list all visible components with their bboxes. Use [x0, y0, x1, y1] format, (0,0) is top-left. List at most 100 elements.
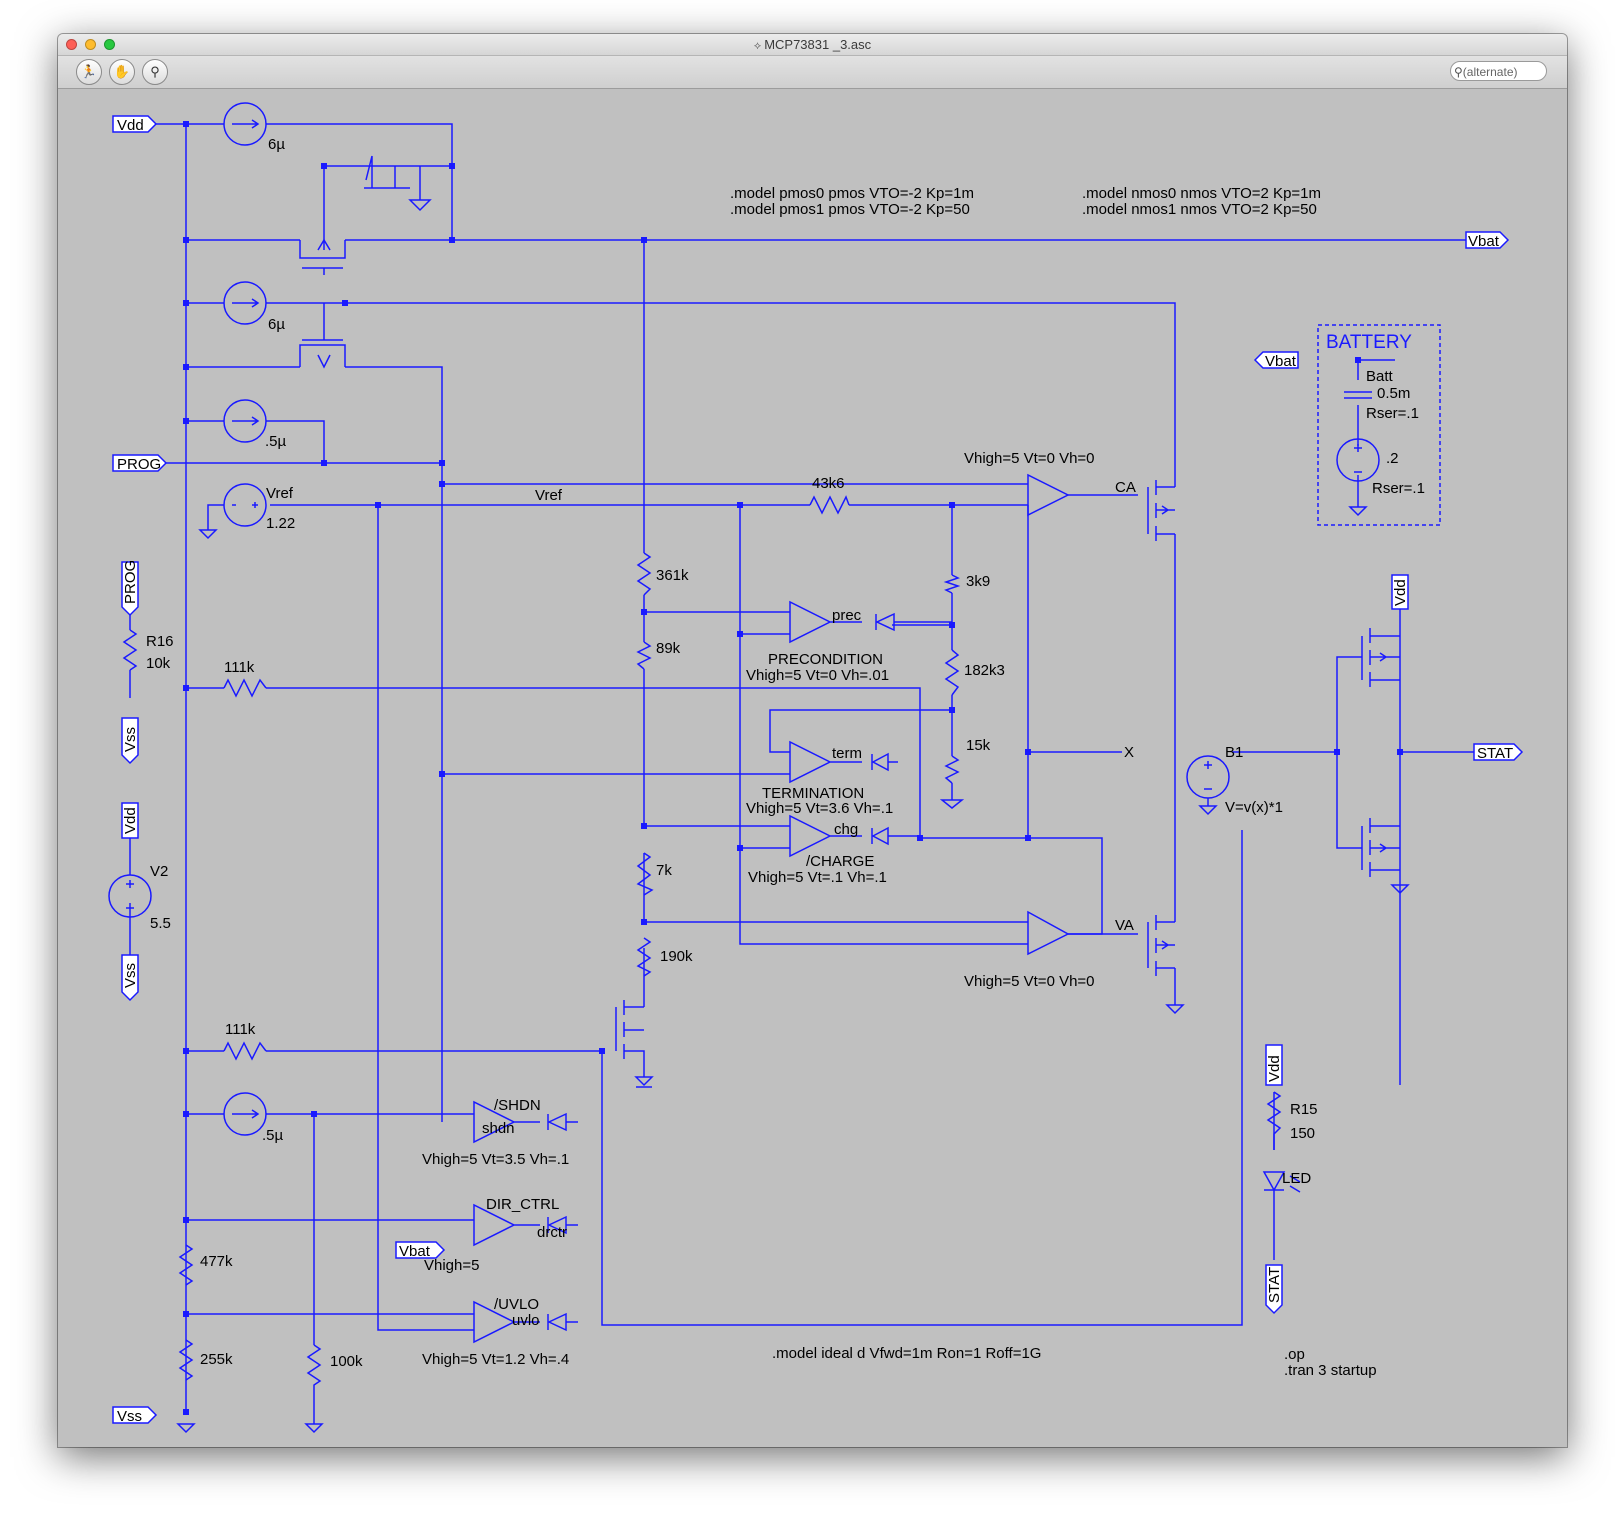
ltspice-window: ⟡ MCP73831 _3.asc 🏃 ✋ ⚲ ⚲(alternate) [58, 34, 1567, 1447]
r43k6: 43k6 [812, 475, 845, 492]
dir-name: DIR_CTRL [486, 1196, 559, 1213]
dir-out: drctr [537, 1224, 567, 1241]
r111k-b: 111k [225, 1021, 256, 1038]
vdd-v2-flag [121, 802, 139, 839]
diode-symbols [176, 612, 1301, 1434]
model-nmos0: .model nmos0 nmos VTO=2 Kp=1m [1082, 185, 1321, 202]
net-stat-led: STAT [1266, 1267, 1283, 1303]
ca-params: Vhigh=5 Vt=0 Vh=0 [964, 450, 1095, 467]
net-vbat-out: Vbat [1468, 233, 1500, 250]
net-vdd-stat: Vdd [1392, 579, 1409, 606]
run-icon[interactable]: 🏃 [76, 59, 102, 85]
comparator-symbols [473, 473, 1070, 1344]
stat-out-flag [1473, 743, 1524, 761]
term-out: term [832, 745, 862, 762]
r15-name: R15 [1290, 1101, 1318, 1118]
model-diode: .model ideal d Vfwd=1m Ron=1 Roff=1G [772, 1345, 1041, 1362]
title-bar: ⟡ MCP73831 _3.asc [58, 34, 1567, 56]
search-placeholder: (alternate) [1462, 65, 1518, 79]
close-button[interactable] [66, 39, 77, 50]
uvlo-out: uvlo [512, 1312, 540, 1329]
r7k: 7k [656, 862, 672, 879]
source-symbols [108, 102, 1441, 1136]
battery-src-value: .2 [1386, 450, 1399, 467]
minimize-button[interactable] [85, 39, 96, 50]
v2-name: V2 [150, 863, 168, 880]
vdd-top-flag [112, 115, 158, 133]
net-vdd-top: Vdd [117, 117, 144, 134]
model-nmos1: .model nmos1 nmos VTO=2 Kp=50 [1082, 201, 1317, 218]
search-icon: ⚲ [1454, 65, 1463, 79]
isrc-05u-b: .5µ [262, 1127, 284, 1144]
shdn-params: Vhigh=5 Vt=3.5 Vh=.1 [422, 1151, 569, 1168]
probe-icon[interactable]: ⚲ [142, 59, 168, 85]
net-vbat-battery: Vbat [1265, 353, 1297, 370]
b1-name: B1 [1225, 744, 1243, 761]
vss-bottom-flag [112, 1406, 158, 1424]
chg-name: /CHARGE [806, 853, 874, 870]
prog-flag [112, 454, 168, 472]
net-vss-bottom: Vss [117, 1408, 142, 1425]
b1-expr: V=v(x)*1 [1225, 799, 1283, 816]
mosfet-symbols [299, 155, 1410, 1087]
zoom-button[interactable] [104, 39, 115, 50]
chg-out: chg [834, 821, 858, 838]
directive-tran: .tran 3 startup [1284, 1362, 1377, 1379]
net-label-flags [112, 115, 1524, 1424]
ca-label: CA [1115, 479, 1136, 496]
net-vdd-v2: Vdd [122, 807, 139, 834]
battery-cap-name: Batt [1366, 368, 1394, 385]
model-pmos0: .model pmos0 pmos VTO=-2 Kp=1m [730, 185, 974, 202]
vbat-battery-flag [1253, 351, 1299, 369]
net-stat-out: STAT [1477, 745, 1513, 762]
r15k: 15k [966, 737, 991, 754]
net-vref-source: Vref [266, 485, 294, 502]
r182k3: 182k3 [964, 662, 1005, 679]
term-params: Vhigh=5 Vt=3.6 Vh=.1 [746, 800, 893, 817]
vdd-led-flag [1265, 1044, 1283, 1086]
net-prog: PROG [117, 456, 161, 473]
vbat-out-flag [1465, 231, 1510, 249]
chg-params: Vhigh=5 Vt=.1 Vh=.1 [748, 869, 887, 886]
shdn-out: shdn [482, 1120, 515, 1137]
net-vss-v2: Vss [122, 963, 139, 988]
pan-hand-icon[interactable]: ✋ [109, 59, 135, 85]
prec-out: prec [832, 607, 862, 624]
net-prog-vertical: PROG [122, 560, 139, 604]
isrc-6u-b: 6µ [268, 316, 285, 333]
schematic-canvas[interactable]: Vdd PROG Vss Vbat Vbat STAT Vbat Vref Vr… [58, 89, 1567, 1447]
va-params: Vhigh=5 Vt=0 Vh=0 [964, 973, 1095, 990]
shdn-name: /SHDN [494, 1097, 541, 1114]
isrc-05u-a: .5µ [265, 433, 287, 450]
search-field[interactable]: ⚲(alternate) [1450, 61, 1547, 81]
battery-cap-value: 0.5m [1377, 385, 1410, 402]
vss-r16-flag [121, 717, 139, 765]
net-x: X [1124, 744, 1134, 761]
prog-vertical-flag [121, 561, 139, 617]
r3k9: 3k9 [966, 573, 990, 590]
prec-name: PRECONDITION [768, 651, 883, 668]
net-vbat-dirctrl: Vbat [399, 1243, 431, 1260]
vdd-stat-flag [1391, 574, 1409, 610]
r89k: 89k [656, 640, 681, 657]
battery-cap-rser: Rser=.1 [1366, 405, 1419, 422]
r190k: 190k [660, 948, 693, 965]
term-name: TERMINATION [762, 785, 864, 802]
vref-value: 1.22 [266, 515, 295, 532]
model-pmos1: .model pmos1 pmos VTO=-2 Kp=50 [730, 201, 970, 218]
r100k: 100k [330, 1353, 363, 1370]
wires [129, 123, 1474, 1412]
uvlo-params: Vhigh=5 Vt=1.2 Vh=.4 [422, 1351, 569, 1368]
battery-title: BATTERY [1326, 332, 1412, 353]
vss-v2-flag [121, 954, 139, 1002]
v2-value: 5.5 [150, 915, 171, 932]
schematic-document-icon: ⟡ [753, 40, 765, 52]
r111k-a: 111k [224, 659, 255, 676]
r16-name: R16 [146, 633, 174, 650]
net-vref: Vref [535, 487, 563, 504]
junction-dots [183, 121, 1403, 1415]
directive-op: .op [1284, 1346, 1305, 1363]
net-vdd-led: Vdd [1266, 1055, 1283, 1082]
stat-led-flag [1265, 1264, 1283, 1315]
vbat-dirctrl-flag [395, 1241, 446, 1259]
